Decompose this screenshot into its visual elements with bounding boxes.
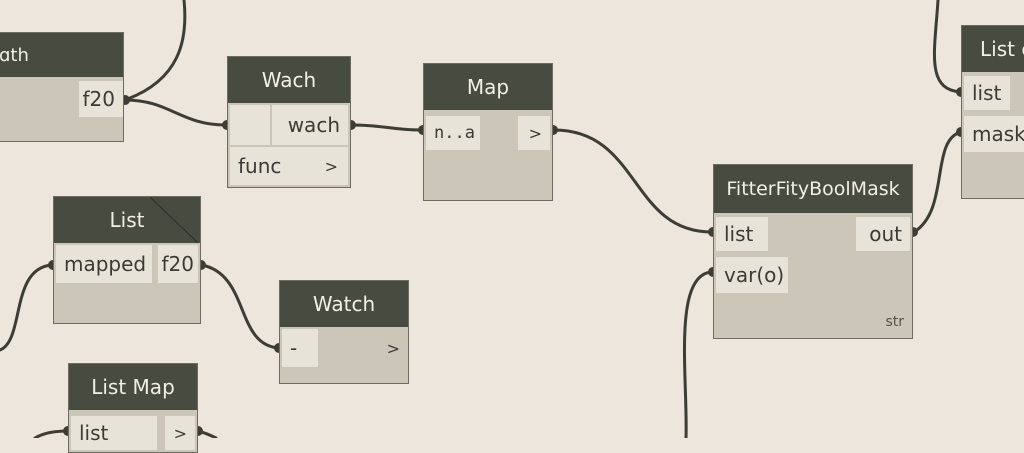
node-path[interactable]: ɑth f20 (0, 32, 124, 142)
node-filter-type-label: str (885, 314, 904, 330)
node-map-title: Map (466, 75, 510, 99)
node-wach-func-label: func (238, 154, 282, 178)
node-wach-input-slot[interactable] (230, 105, 270, 145)
wire-top-to-path[interactable] (123, 0, 187, 102)
node-filter-output-label: out (869, 222, 902, 246)
node-list-map-output-label: > (173, 423, 187, 443)
node-list-map-input-port[interactable]: list (71, 416, 157, 450)
node-wach[interactable]: Wach wach func > (227, 56, 351, 188)
node-list-map-output-port[interactable]: > (165, 416, 195, 450)
node-list[interactable]: List mapped f20 (53, 196, 201, 324)
node-list-c-header[interactable]: List c (962, 26, 1024, 72)
wire-wach-to-map[interactable] (350, 123, 424, 132)
node-watch-output-port[interactable]: > (320, 329, 408, 367)
node-filter-title: FitterFityBoolMask (726, 178, 900, 200)
node-wach-func-port[interactable]: func > (230, 147, 348, 185)
node-filter-header[interactable]: FitterFityBoolMask (714, 165, 912, 213)
node-map-output-label: > (528, 123, 542, 143)
node-wach-header[interactable]: Wach (228, 57, 350, 103)
node-list-c-list-port[interactable]: list (964, 76, 1010, 110)
node-list-map[interactable]: List Map list > (68, 363, 198, 453)
node-filter-bool-mask[interactable]: FitterFityBoolMask list out var(o) str (713, 164, 913, 339)
node-filter-var-label: var(o) (724, 263, 785, 287)
node-wach-output-label: wach (287, 113, 340, 137)
node-map[interactable]: Map n..a > (423, 63, 553, 201)
node-map-header[interactable]: Map (424, 64, 552, 110)
node-filter-list-port[interactable]: list (716, 217, 768, 251)
node-watch[interactable]: Watch - > (279, 280, 409, 384)
wire-filter-to-list-c[interactable] (912, 130, 963, 234)
wire-left-to-list[interactable] (0, 263, 54, 352)
wire-path-to-wach[interactable] (123, 98, 228, 127)
node-list-map-title: List Map (91, 375, 175, 399)
node-list-c-list-label: list (972, 81, 1002, 105)
wire-list-to-watch[interactable] (200, 263, 281, 350)
node-list-c-mask-label: mask (972, 122, 1024, 146)
node-list-output-label: f20 (161, 252, 195, 276)
node-list-c-mask-port[interactable]: mask (964, 116, 1024, 152)
node-map-input-port[interactable]: n..a (426, 116, 480, 150)
node-path-output-label: f20 (82, 87, 116, 111)
node-list-title: List (109, 208, 145, 232)
node-list-input-port[interactable]: mapped (56, 245, 152, 283)
node-watch-header[interactable]: Watch (280, 281, 408, 327)
node-list-map-input-label: list (79, 421, 109, 445)
wire-top-to-list-c[interactable] (932, 0, 963, 94)
node-list-input-label: mapped (64, 252, 147, 276)
node-watch-input-port[interactable]: - (282, 329, 318, 367)
node-watch-input-label: - (290, 336, 298, 360)
wire-map-to-filter[interactable] (552, 128, 714, 234)
node-filter-var-port[interactable]: var(o) (716, 257, 788, 293)
node-watch-title: Watch (312, 292, 376, 316)
node-wach-output-port[interactable]: wach (272, 105, 348, 145)
node-list-map-header[interactable]: List Map (69, 364, 197, 410)
node-list-c-title: List c (980, 37, 1024, 61)
node-path-title: ɑth (0, 44, 29, 66)
wire-left-to-list-map[interactable] (33, 429, 70, 438)
wire-bottom-to-filter-var[interactable] (682, 270, 714, 438)
node-filter-output-port[interactable]: out (856, 217, 910, 251)
node-list-c[interactable]: List c list mask (961, 25, 1024, 199)
node-list-output-port[interactable]: f20 (158, 245, 198, 283)
node-filter-list-label: list (724, 222, 754, 246)
node-map-input-label: n..a (434, 123, 475, 143)
node-watch-output-label: > (386, 338, 400, 358)
node-path-header[interactable]: ɑth (0, 33, 123, 77)
node-path-output-port[interactable]: f20 (79, 81, 123, 117)
node-list-header[interactable]: List (54, 197, 200, 243)
node-list-header-divider (149, 197, 199, 243)
node-map-output-port[interactable]: > (518, 116, 550, 150)
node-wach-func-chevron: > (324, 156, 338, 176)
node-wach-title: Wach (261, 68, 317, 92)
